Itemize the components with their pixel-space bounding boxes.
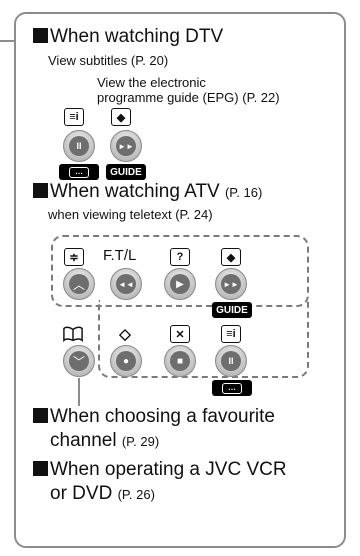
- pause-icon: II: [69, 136, 89, 156]
- favourite-line2: channel: [50, 430, 117, 451]
- rewind-button[interactable]: ◄◄: [110, 268, 142, 300]
- record-button[interactable]: ●: [110, 345, 142, 377]
- subtitles-text: View subtitles: [48, 53, 128, 68]
- callout-frame: [14, 12, 346, 548]
- ellipsis-icon: …: [69, 166, 89, 178]
- favourite-page: (P. 29): [121, 434, 160, 449]
- teletext-label: when viewing teletext (P. 24): [48, 207, 213, 222]
- teletext-text: when viewing teletext: [48, 207, 172, 222]
- teletext-pause-button[interactable]: II: [215, 345, 247, 377]
- teletext-guide-key[interactable]: GUIDE: [212, 302, 252, 318]
- teletext-subtitle-key[interactable]: …: [212, 380, 252, 396]
- jvc-line2: or DVD: [50, 483, 113, 504]
- teletext-ff-icon: ►►: [221, 274, 241, 294]
- fast-forward-icon: ►►: [116, 136, 136, 156]
- teletext-dashed-box-top: [51, 235, 309, 307]
- dtv-subtitles-label: View subtitles (P. 20): [48, 53, 168, 68]
- favourite-line1: When choosing a favourite: [50, 406, 275, 427]
- down-icon: ﹀: [69, 351, 89, 371]
- teletext-info-glyph: i: [232, 328, 236, 340]
- stop-button[interactable]: ■: [164, 345, 196, 377]
- ftl-label: F.T/L: [103, 247, 137, 264]
- rewind-icon: ◄◄: [116, 274, 136, 294]
- teletext-ff-button[interactable]: ►►: [215, 268, 247, 300]
- teletext-page: (P. 24): [175, 207, 213, 222]
- play-icon: ▶: [170, 274, 190, 294]
- record-icon: ●: [116, 351, 136, 371]
- up-icon: ︿: [69, 274, 89, 294]
- teletext-epg-icon: ◆: [221, 248, 241, 266]
- subtitle-key[interactable]: …: [59, 164, 99, 180]
- favourite-leader-line: [78, 378, 80, 406]
- teletext-dashed-box-bottom: [98, 300, 309, 378]
- atv-heading-text: When watching ATV: [50, 181, 220, 202]
- epg-text: programme guide (EPG): [97, 90, 239, 105]
- index-icon: ≑: [64, 248, 84, 266]
- jvc-heading: When operating a JVC VCR: [33, 459, 287, 481]
- dtv-epg-line1: View the electronic: [97, 75, 206, 90]
- guide-key[interactable]: GUIDE: [106, 164, 146, 180]
- atv-heading-page: (P. 16): [224, 185, 263, 200]
- dtv-heading-text: When watching DTV: [50, 26, 224, 47]
- jvc-line1: When operating a JVC VCR: [50, 459, 287, 480]
- play-button[interactable]: ▶: [164, 268, 196, 300]
- down-button[interactable]: ﹀: [63, 345, 95, 377]
- stop-icon: ■: [170, 351, 190, 371]
- subtitles-page: (P. 20): [130, 53, 169, 68]
- hold-icon: ◇: [115, 325, 135, 343]
- subtitle-info-icon: ≡i: [64, 108, 84, 126]
- teletext-ellipsis-icon: …: [222, 382, 242, 394]
- favourite-heading-line2: channel (P. 29): [50, 430, 159, 453]
- bullet-square-icon: [33, 28, 48, 43]
- dtv-heading: When watching DTV: [33, 26, 223, 48]
- epg-icon: ◆: [111, 108, 131, 126]
- bullet-square-icon: [33, 408, 48, 423]
- jvc-heading-line2: or DVD (P. 26): [50, 483, 155, 506]
- atv-heading: When watching ATV (P. 16): [33, 181, 262, 204]
- book-svg: [63, 326, 83, 343]
- dtv-epg-line2: programme guide (EPG) (P. 22): [97, 90, 280, 105]
- epg-page: (P. 22): [242, 90, 280, 105]
- up-button[interactable]: ︿: [63, 268, 95, 300]
- favourite-book-icon: [63, 325, 83, 343]
- teletext-info-icon: ≡i: [221, 325, 241, 343]
- cancel-icon: ✕: [170, 325, 190, 343]
- jvc-page: (P. 26): [117, 487, 155, 502]
- reveal-icon: ?: [170, 248, 190, 266]
- teletext-pause-icon: II: [221, 351, 241, 371]
- callout-leader-line: [0, 40, 16, 42]
- favourite-heading: When choosing a favourite: [33, 406, 275, 428]
- fast-forward-button[interactable]: ►►: [110, 130, 142, 162]
- bullet-square-icon: [33, 461, 48, 476]
- bullet-square-icon: [33, 183, 48, 198]
- info-glyph: i: [75, 111, 79, 123]
- pause-button[interactable]: II: [63, 130, 95, 162]
